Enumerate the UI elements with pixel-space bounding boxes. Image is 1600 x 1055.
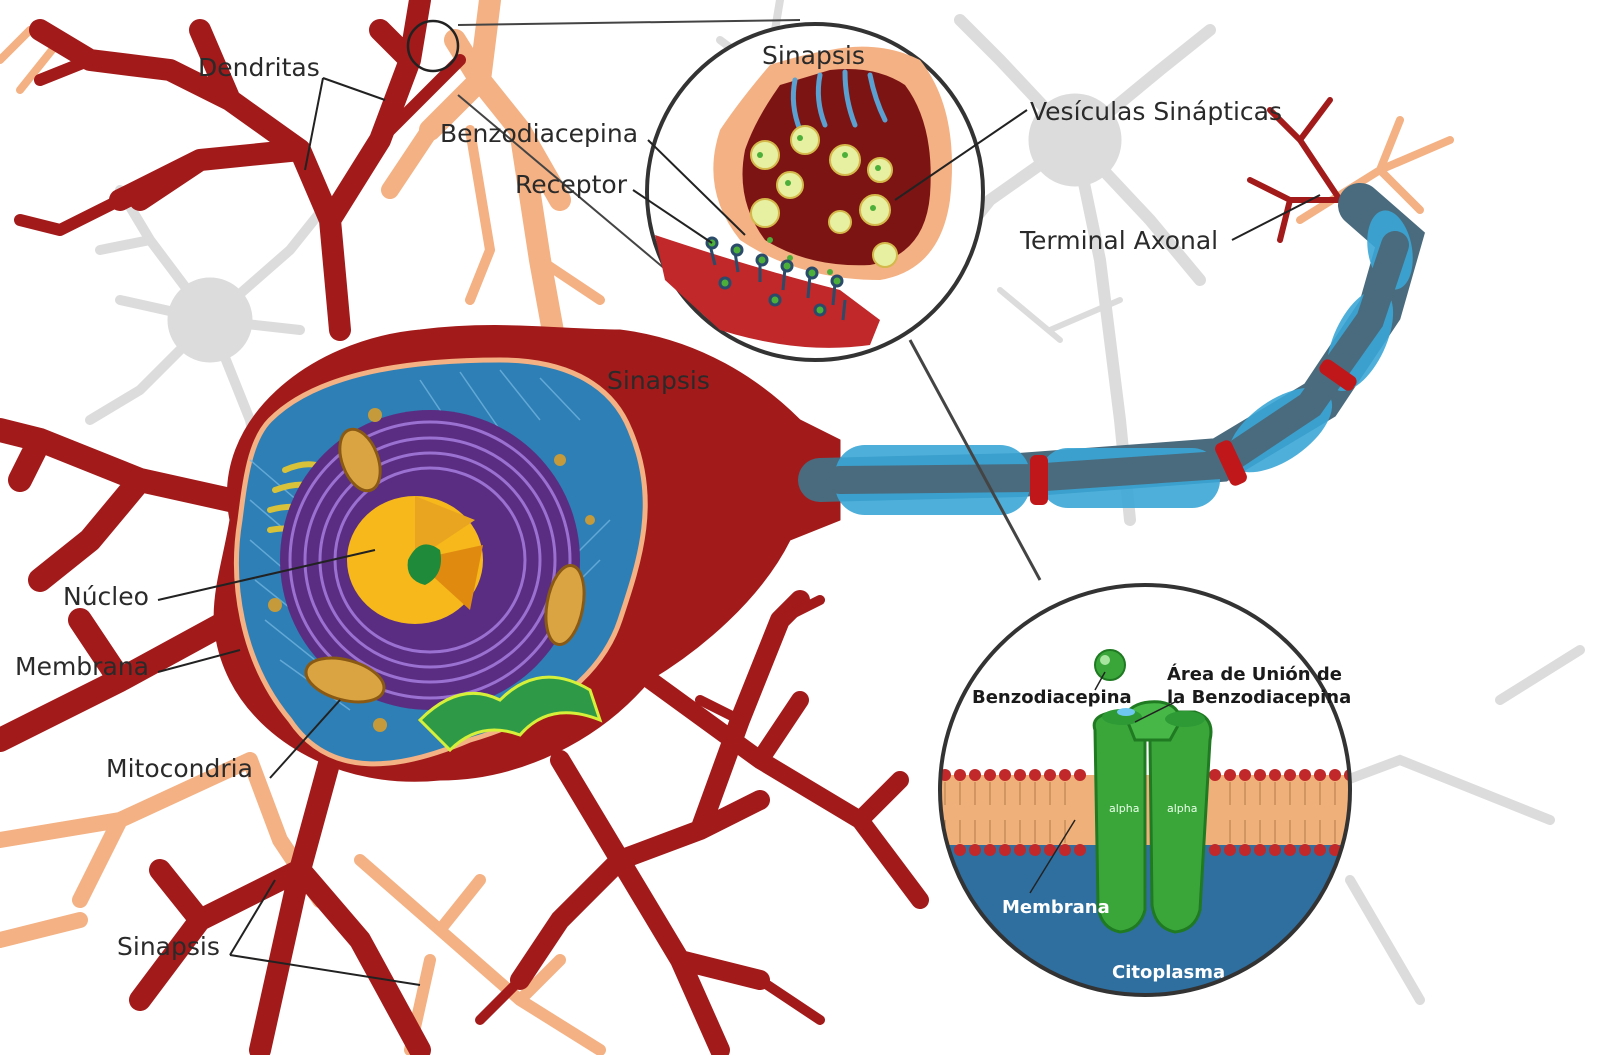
receptor-label: Receptor [515,170,628,199]
gaba-receptor [1092,700,1213,934]
nucleo-label: Núcleo [63,582,149,611]
ribosome-dots [268,408,595,732]
mitochondria [304,427,586,704]
orange-synapse-branches [0,0,1454,1055]
alpha-left-label: alpha [1109,802,1140,815]
benzodiazepine-molecule [1094,649,1126,681]
dendritas-label: Dendritas [198,53,320,82]
citoplasma-label: Citoplasma [1112,962,1225,983]
receptor-zoom-inset: alpha alpha Membrana Citoplasma Benzodia… [938,583,1352,997]
membrana-label: Membrana [15,652,149,681]
benzodiacepina-inset-label: Benzodiacepina [972,687,1132,708]
mitocondria-label: Mitocondria [106,754,253,783]
terminal-axonal-label: Terminal Axonal [1019,226,1218,255]
sinapsis-top-label: Sinapsis [762,41,865,70]
alpha-right-label: alpha [1167,802,1198,815]
benzodiacepina-label: Benzodiacepina [440,119,638,148]
rough-er-green [417,675,603,753]
synaptic-vesicles [750,125,898,268]
sinapsis-bottom-label: Sinapsis [117,932,220,961]
leader-lines [157,77,1321,986]
ranvier-nodes [1030,359,1357,505]
vesiculas-label: Vesículas Sinápticas [1030,97,1282,126]
phospholipid-heads [940,769,1350,856]
area-union-label-line1: Área de Unión de [1167,663,1342,685]
axon [798,183,1425,515]
zoom-connectors [406,19,1042,581]
area-union-label-line2: la Benzodiacepina [1167,687,1351,708]
membrana-inset-label: Membrana [1002,897,1110,918]
labels: Dendritas Benzodiacepina Receptor Sinaps… [15,41,1282,961]
synapse-zoom-inset [645,22,985,362]
soma-interior [234,357,648,767]
sinapsis-mid-label: Sinapsis [607,366,710,395]
